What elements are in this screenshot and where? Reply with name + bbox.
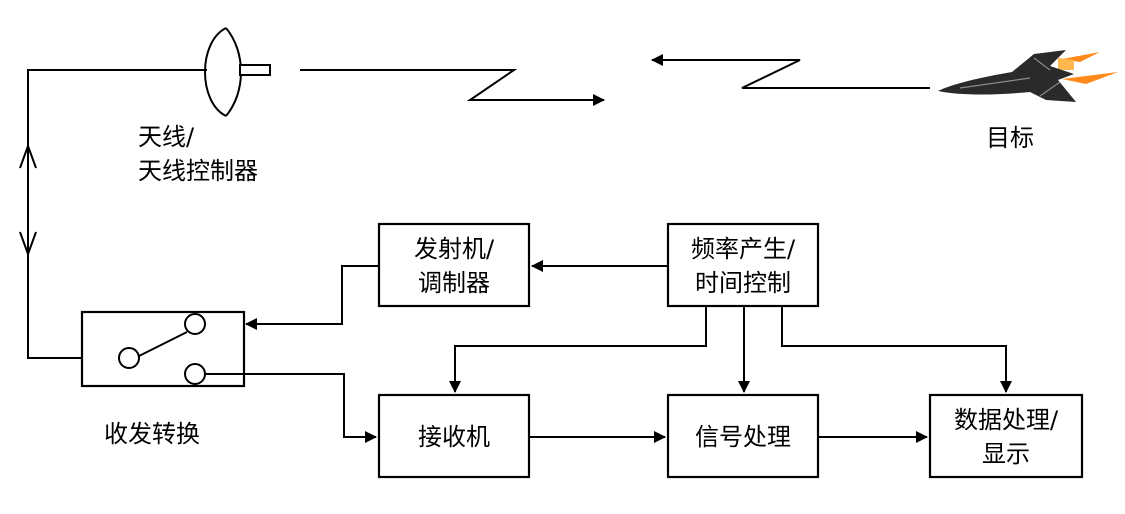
target-label: 目标 <box>986 124 1034 152</box>
data-display-label-line1: 数据处理/ <box>954 406 1059 434</box>
switch-label: 收发转换 <box>104 420 200 448</box>
aircraft-icon <box>938 50 1118 102</box>
freq-to-rx-arrow <box>449 306 707 393</box>
frequency-timing-block: 频率产生/ 时间控制 <box>666 222 820 308</box>
antenna-label-line2: 天线控制器 <box>138 157 258 185</box>
echo-wave-arrow <box>651 54 930 89</box>
signal-processing-label: 信号处理 <box>695 423 791 451</box>
antenna-dish-icon <box>204 27 271 117</box>
receiver-label: 接收机 <box>418 423 490 451</box>
frequency-label-line2: 时间控制 <box>695 269 791 297</box>
antenna-label-line1: 天线/ <box>138 123 195 151</box>
switch-to-rx-arrow <box>205 373 377 443</box>
tx-to-switch-arrow <box>245 265 379 330</box>
transmit-wave-arrow <box>300 69 605 106</box>
transmitter-label-line1: 发射机/ <box>414 235 495 263</box>
transmitter-block: 发射机/ 调制器 <box>377 222 531 308</box>
freq-to-data-arrow <box>781 306 1012 393</box>
transmitter-label-line2: 调制器 <box>418 269 490 297</box>
frequency-label-line1: 频率产生/ <box>691 235 796 263</box>
receiver-block: 接收机 <box>377 393 531 479</box>
signal-processing-block: 信号处理 <box>666 393 820 479</box>
data-display-label-line2: 显示 <box>982 440 1030 468</box>
data-display-block: 数据处理/ 显示 <box>928 393 1084 479</box>
bidirectional-arrow-icon <box>19 143 37 257</box>
